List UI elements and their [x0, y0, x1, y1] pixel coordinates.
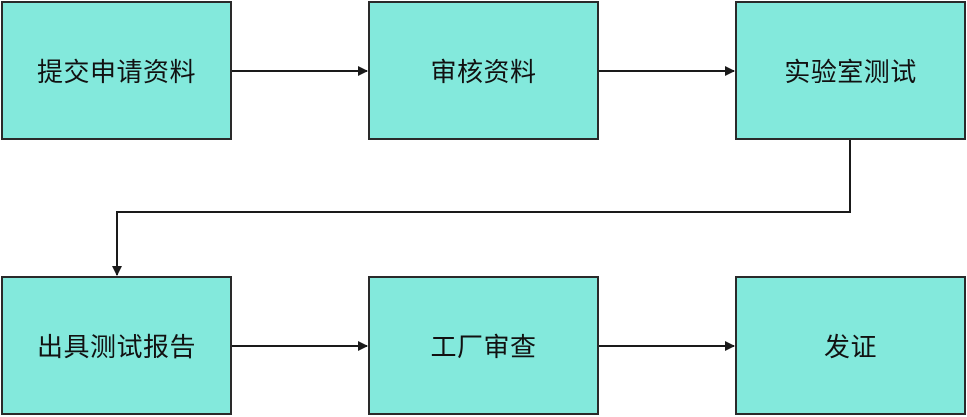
node-certification: 发证 — [735, 276, 966, 415]
node-label: 工厂审查 — [430, 333, 537, 363]
node-label: 出具测试报告 — [36, 333, 196, 363]
node-submit-application: 提交申请资料 — [1, 1, 232, 140]
edge-n3-n4 — [112, 140, 851, 276]
node-label: 审核资料 — [430, 58, 537, 88]
node-factory-inspection: 工厂审查 — [368, 276, 599, 415]
node-review-documents: 审核资料 — [368, 1, 599, 140]
node-label: 发证 — [823, 333, 877, 363]
node-lab-testing: 实验室测试 — [735, 1, 966, 140]
node-label: 实验室测试 — [784, 58, 917, 88]
node-label: 提交申请资料 — [36, 58, 196, 88]
node-issue-test-report: 出具测试报告 — [1, 276, 232, 415]
